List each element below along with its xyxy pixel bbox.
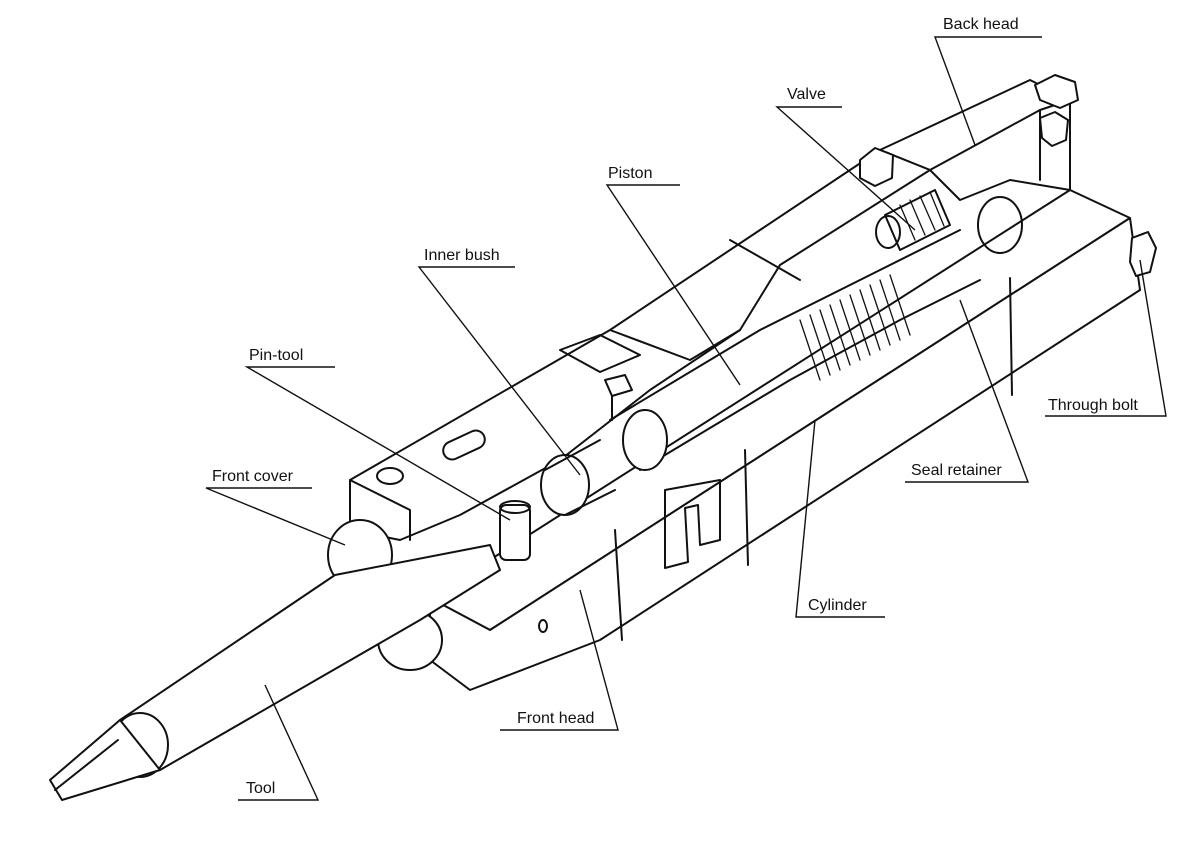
leader-piston bbox=[605, 184, 741, 386]
leader-cylinder bbox=[795, 419, 885, 618]
leader-back-head bbox=[933, 36, 1042, 146]
upper-housing bbox=[349, 149, 931, 541]
back-head bbox=[879, 74, 1157, 277]
tool-chisel bbox=[49, 544, 501, 801]
leader-inner-bush bbox=[417, 266, 581, 476]
valve bbox=[859, 147, 951, 251]
label-back-head: Back head bbox=[943, 16, 1019, 33]
leader-valve bbox=[775, 106, 916, 231]
label-inner-bush: Inner bush bbox=[424, 247, 500, 264]
leader-front-head bbox=[500, 589, 619, 731]
piston bbox=[609, 196, 1023, 471]
label-front-head: Front head bbox=[517, 710, 594, 727]
labels: Back head Valve Piston Inner bush Pin-to… bbox=[212, 16, 1138, 797]
leader-pin-tool bbox=[244, 366, 511, 521]
leader-front-cover bbox=[205, 487, 346, 546]
leader-seal-retainer bbox=[905, 299, 1030, 483]
leader-through-bolt bbox=[1045, 259, 1167, 417]
label-seal-retainer: Seal retainer bbox=[911, 462, 1002, 479]
label-through-bolt: Through bolt bbox=[1048, 397, 1138, 414]
cylinder-body bbox=[429, 189, 1141, 691]
label-tool: Tool bbox=[246, 780, 275, 797]
label-piston: Piston bbox=[608, 165, 652, 182]
leader-lines bbox=[205, 36, 1167, 801]
label-valve: Valve bbox=[787, 86, 826, 103]
label-pin-tool: Pin-tool bbox=[249, 347, 303, 364]
leader-tool bbox=[238, 684, 320, 801]
label-cylinder: Cylinder bbox=[808, 597, 867, 614]
label-front-cover: Front cover bbox=[212, 468, 294, 485]
